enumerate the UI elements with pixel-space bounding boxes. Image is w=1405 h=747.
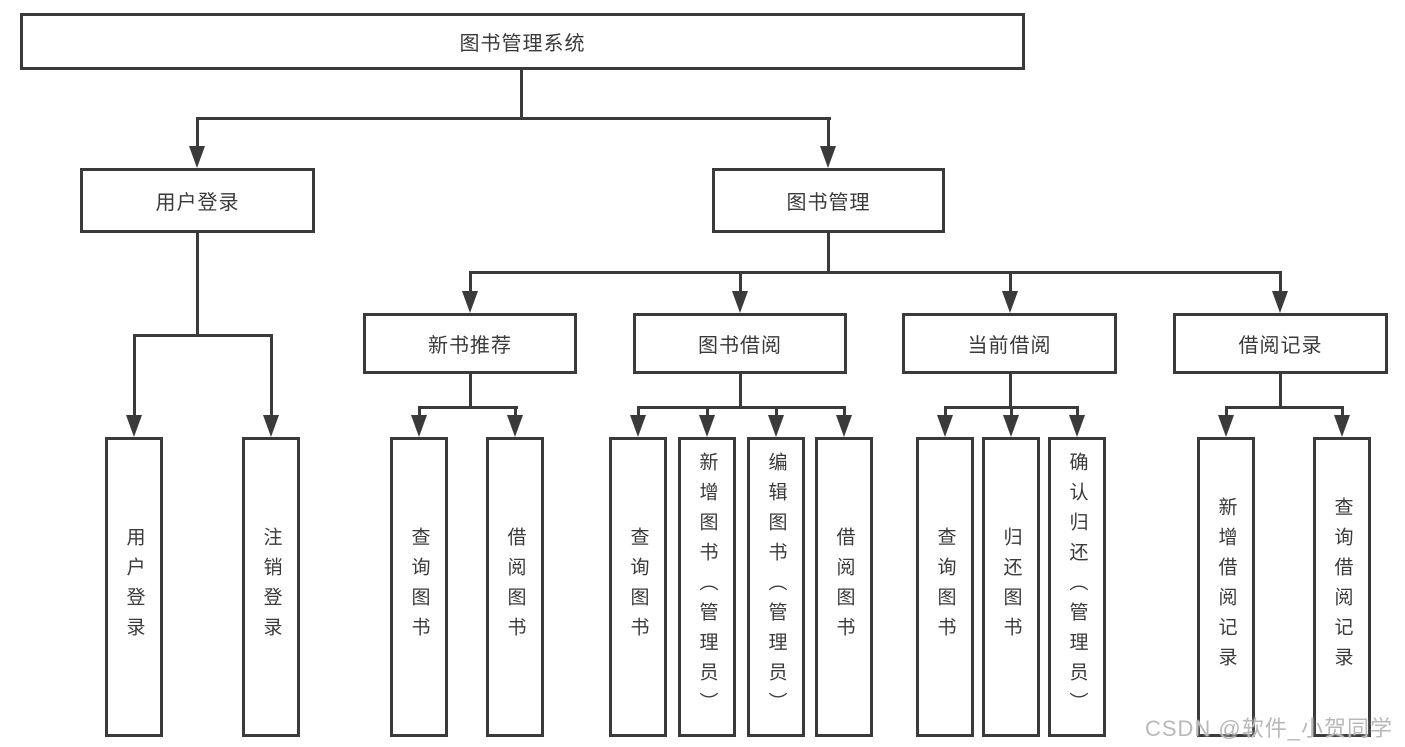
- arrow-down-icon: [462, 291, 478, 313]
- leaf-query-book-3: 查询图书: [916, 437, 974, 737]
- node-new-book-recommendation: 新书推荐: [363, 313, 577, 374]
- leaf-query-book: 查询图书: [390, 437, 448, 737]
- connector-line: [196, 117, 831, 120]
- node-book-management: 图书管理: [712, 168, 945, 233]
- connector-line: [469, 271, 1282, 274]
- connector-line: [196, 117, 199, 150]
- leaf-borrow-book-2: 借阅图书: [815, 437, 873, 737]
- connector-line: [270, 334, 273, 418]
- arrow-down-icon: [836, 415, 852, 437]
- leaf-confirm-return-admin: 确认归还（管理员）: [1048, 437, 1106, 737]
- arrow-down-icon: [732, 291, 748, 313]
- leaf-query-book-2-label: 查询图书: [627, 527, 649, 647]
- node-user-login-label: 用户登录: [155, 192, 240, 214]
- leaf-query-book-3-label: 查询图书: [934, 527, 956, 647]
- root-node-library-management-system: 图书管理系统: [20, 13, 1025, 70]
- connector-line: [469, 271, 472, 293]
- leaf-confirm-return-admin-label: 确认归还（管理员）: [1066, 452, 1088, 722]
- connector-line: [775, 406, 778, 418]
- leaf-user-login: 用户登录: [105, 437, 163, 737]
- connector-line: [1341, 406, 1344, 418]
- node-borrowing-records-label: 借阅记录: [1238, 335, 1323, 357]
- connector-line: [418, 406, 421, 418]
- leaf-add-borrow-record-label: 新增借阅记录: [1215, 497, 1237, 677]
- connector-line: [843, 406, 846, 418]
- connector-line: [1076, 406, 1079, 418]
- connector-line: [739, 271, 742, 293]
- arrow-down-icon: [1002, 291, 1018, 313]
- arrow-down-icon: [1069, 415, 1085, 437]
- arrow-down-icon: [189, 146, 205, 168]
- connector-line: [1009, 271, 1012, 293]
- connector-line: [827, 233, 830, 273]
- node-new-book-recommendation-label: 新书推荐: [428, 335, 512, 357]
- connector-line: [706, 406, 709, 418]
- leaf-logout: 注销登录: [242, 437, 300, 737]
- node-book-borrowing-label: 图书借阅: [698, 335, 782, 357]
- leaf-borrow-book-label: 借阅图书: [504, 527, 526, 647]
- node-book-borrowing: 图书借阅: [633, 313, 847, 374]
- leaf-borrow-book: 借阅图书: [486, 437, 544, 737]
- connector-line: [1009, 374, 1012, 408]
- connector-line: [196, 233, 199, 336]
- leaf-edit-book-admin: 编辑图书（管理员）: [747, 437, 805, 737]
- leaf-add-book-admin-label: 新增图书（管理员）: [696, 452, 718, 722]
- leaf-edit-book-admin-label: 编辑图书（管理员）: [765, 452, 787, 722]
- connector-line: [418, 406, 518, 409]
- node-borrowing-records: 借阅记录: [1173, 313, 1388, 374]
- node-user-login: 用户登录: [80, 168, 315, 233]
- connector-line: [827, 117, 830, 150]
- connector-line: [739, 374, 742, 408]
- arrow-down-icon: [1272, 291, 1288, 313]
- arrow-down-icon: [937, 415, 953, 437]
- node-book-management-label: 图书管理: [786, 192, 871, 214]
- leaf-return-book-label: 归还图书: [1000, 527, 1022, 647]
- leaf-query-book-2: 查询图书: [609, 437, 667, 737]
- connector-line: [944, 406, 947, 418]
- connector-line: [1279, 374, 1282, 408]
- connector-line: [1010, 406, 1013, 418]
- node-current-borrowing-label: 当前借阅: [967, 335, 1052, 357]
- arrow-down-icon: [507, 415, 523, 437]
- leaf-query-borrow-record-label: 查询借阅记录: [1331, 497, 1353, 677]
- connector-line: [133, 334, 136, 418]
- leaf-logout-label: 注销登录: [260, 527, 282, 647]
- arrow-down-icon: [820, 146, 836, 168]
- connector-line: [133, 334, 273, 337]
- leaf-return-book: 归还图书: [982, 437, 1040, 737]
- arrow-down-icon: [411, 415, 427, 437]
- leaf-user-login-label: 用户登录: [123, 527, 145, 647]
- arrow-down-icon: [630, 415, 646, 437]
- arrow-down-icon: [263, 415, 279, 437]
- leaf-add-borrow-record: 新增借阅记录: [1197, 437, 1255, 737]
- node-current-borrowing: 当前借阅: [902, 313, 1117, 374]
- leaf-add-book-admin: 新增图书（管理员）: [678, 437, 736, 737]
- connector-line: [520, 70, 523, 118]
- arrow-down-icon: [1334, 415, 1350, 437]
- arrow-down-icon: [699, 415, 715, 437]
- leaf-query-borrow-record: 查询借阅记录: [1313, 437, 1371, 737]
- connector-line: [1279, 271, 1282, 293]
- leaf-query-book-label: 查询图书: [408, 527, 430, 647]
- arrow-down-icon: [1218, 415, 1234, 437]
- arrow-down-icon: [126, 415, 142, 437]
- root-node-label: 图书管理系统: [459, 33, 586, 55]
- connector-line: [469, 374, 472, 408]
- csdn-watermark: CSDN @软件_小贺同学: [1144, 716, 1393, 741]
- connector-line: [514, 406, 517, 418]
- arrow-down-icon: [1003, 415, 1019, 437]
- connector-line: [1225, 406, 1344, 409]
- connector-line: [637, 406, 846, 409]
- connector-line: [637, 406, 640, 418]
- leaf-borrow-book-2-label: 借阅图书: [833, 527, 855, 647]
- connector-line: [1225, 406, 1228, 418]
- arrow-down-icon: [768, 415, 784, 437]
